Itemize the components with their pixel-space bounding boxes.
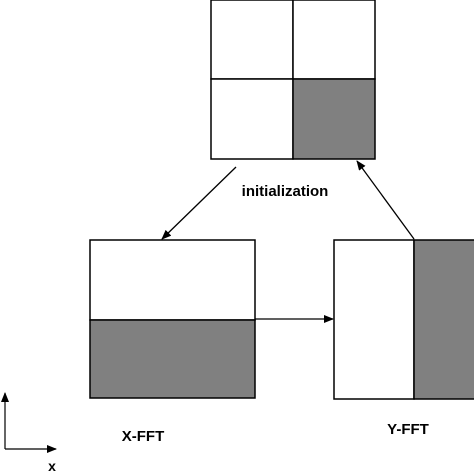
y-fft-right-half-shaded [413, 239, 474, 400]
init-cell-top-right [292, 0, 376, 80]
init-cell-top-left [210, 0, 294, 80]
y-fft-label: Y-FFT [387, 421, 429, 438]
initialization-grid [210, 0, 376, 160]
init-cell-bottom-left [210, 78, 294, 160]
axis-indicator [0, 392, 57, 453]
x-fft-bottom-half-shaded [89, 319, 256, 399]
y-fft-left-half [333, 239, 415, 400]
x-fft-block [89, 239, 256, 399]
arrow-y-fft-to-init [356, 160, 415, 240]
initialization-label: initialization [242, 183, 329, 200]
x-fft-label: X-FFT [122, 428, 165, 445]
x-fft-top-half [89, 239, 256, 321]
y-fft-block [333, 239, 474, 400]
arrow-init-to-x-fft [161, 166, 237, 240]
axis-x-label: x [48, 458, 56, 474]
init-cell-bottom-right-shaded [292, 78, 376, 160]
